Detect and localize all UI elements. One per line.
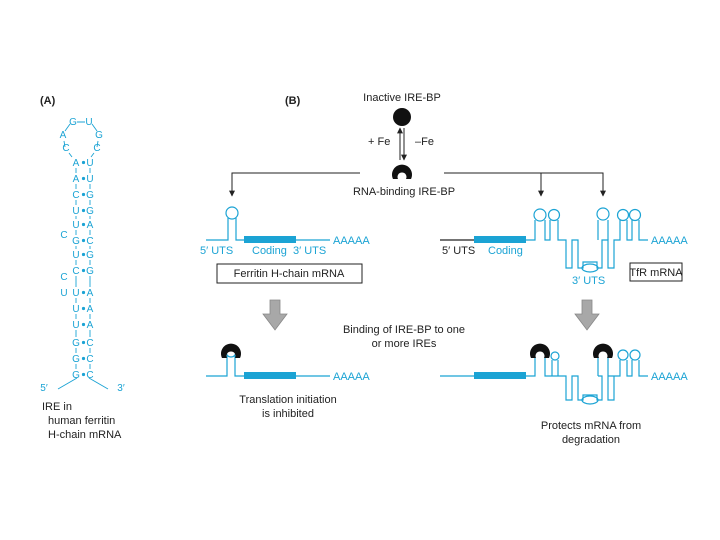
stem-nucleotide-right: A bbox=[87, 320, 94, 331]
stem-nucleotide-right: C bbox=[86, 354, 93, 365]
tfr-result-line: Protects mRNA from bbox=[541, 420, 641, 432]
stem-nucleotide-left: G bbox=[72, 354, 80, 365]
ferritin-5utr-label: 5′ UTS bbox=[200, 245, 233, 257]
loop-nucleotide: U bbox=[85, 117, 92, 128]
bound-irebp-icon bbox=[221, 343, 241, 358]
stem-nucleotide-left: U bbox=[72, 250, 79, 261]
base-pair-dot bbox=[81, 192, 86, 197]
ferritin-polya-label: AAAAA bbox=[333, 235, 370, 247]
panel-b-label: (B) bbox=[285, 95, 301, 107]
tfr-3utr-label: 3′ UTS bbox=[572, 275, 605, 287]
base-pair-dot bbox=[81, 372, 86, 377]
loop-nucleotide: A bbox=[60, 130, 67, 141]
five-prime-end: 5′ bbox=[40, 383, 48, 394]
arrow-to-tfr-ire bbox=[444, 172, 606, 197]
binding-text-line: Binding of IRE-BP to one bbox=[343, 324, 465, 336]
loop-nucleotide: G bbox=[95, 130, 103, 141]
stem-nucleotide-right: C bbox=[86, 370, 93, 381]
stem-nucleotide-left: U bbox=[72, 288, 79, 299]
inactive-irebp-icon bbox=[393, 108, 411, 126]
tfr-polya-label: AAAAA bbox=[651, 235, 688, 247]
stem-nucleotide-left: C bbox=[72, 190, 79, 201]
base-pair-dot bbox=[81, 208, 86, 213]
tfr-result-line: degradation bbox=[562, 434, 620, 446]
ferritin-mrna-bound bbox=[206, 343, 330, 379]
ferritin-result-line: Translation initiation bbox=[239, 394, 336, 406]
stem-nucleotide-right: A bbox=[87, 288, 94, 299]
stem-nucleotide-left: G bbox=[72, 370, 80, 381]
ire-caption-line: H-chain mRNA bbox=[48, 429, 122, 441]
stem-nucleotide-left: C bbox=[72, 266, 79, 277]
stem-nucleotide-right: G bbox=[86, 266, 94, 277]
stem-nucleotide-left: G bbox=[72, 338, 80, 349]
ferritin-mrna bbox=[206, 206, 330, 243]
stem-nucleotide-right: A bbox=[87, 304, 94, 315]
tfr-coding-region bbox=[474, 236, 526, 243]
base-pair-dot bbox=[81, 222, 86, 227]
three-prime-end: 3′ bbox=[117, 383, 125, 394]
binding-text-line: or more IREs bbox=[372, 338, 437, 350]
base-pair-dot bbox=[81, 290, 86, 295]
tfr-5utr-label: 5′ UTS bbox=[442, 245, 475, 257]
base-pair-dot bbox=[81, 160, 86, 165]
rna-binding-irebp-label: RNA-binding IRE-BP bbox=[353, 186, 455, 198]
ferritin-3utr-label: 3′ UTS bbox=[293, 245, 326, 257]
loop-nucleotide: C bbox=[93, 143, 100, 154]
stem-nucleotide-left: A bbox=[73, 158, 80, 169]
base-pair-dot bbox=[81, 340, 86, 345]
stem-nucleotide-left: U bbox=[72, 220, 79, 231]
panel-a-label: (A) bbox=[40, 95, 56, 107]
ferritin-label-box bbox=[216, 263, 363, 284]
base-pair-dot bbox=[81, 252, 86, 257]
ire-caption-line: IRE in bbox=[42, 401, 72, 413]
loop-nucleotide: C bbox=[62, 143, 69, 154]
down-arrow-ferritin bbox=[262, 299, 288, 331]
base-pair-dot bbox=[81, 238, 86, 243]
tfr-mrna-label: TfR mRNA bbox=[629, 267, 683, 279]
inactive-irebp-label: Inactive IRE-BP bbox=[363, 92, 441, 104]
base-pair-dot bbox=[81, 176, 86, 181]
bound-irebp-icon bbox=[593, 343, 613, 358]
tfr-mrna-bound bbox=[440, 343, 648, 405]
loop-nucleotide: G bbox=[69, 117, 77, 128]
base-pair-dot bbox=[81, 356, 86, 361]
tfr-coding-label: Coding bbox=[488, 245, 523, 257]
bound-irebp-icon bbox=[530, 343, 550, 358]
stem-nucleotide-right: G bbox=[86, 206, 94, 217]
ferritin-coding-label: Coding bbox=[252, 245, 287, 257]
stem-nucleotide-right: G bbox=[86, 250, 94, 261]
ferritin-bound-polya-label: AAAAA bbox=[333, 371, 370, 383]
stem-nucleotide-left: G bbox=[72, 236, 80, 247]
stem-nucleotide-right: C bbox=[86, 236, 93, 247]
stem-nucleotide-right: A bbox=[87, 220, 94, 231]
stem-nucleotide-left: A bbox=[73, 174, 80, 185]
stem-nucleotide-right: U bbox=[86, 158, 93, 169]
plus-fe-label: + Fe bbox=[368, 136, 390, 148]
active-irebp-icon bbox=[392, 164, 412, 179]
down-arrow-tfr bbox=[574, 299, 600, 331]
base-pair-dot bbox=[81, 322, 86, 327]
tfr-mrna bbox=[440, 207, 648, 273]
bulge-nucleotide: C bbox=[60, 230, 67, 241]
bulge-nucleotide: C bbox=[60, 272, 67, 283]
stem-nucleotide-left: U bbox=[72, 320, 79, 331]
stem-nucleotide-right: U bbox=[86, 174, 93, 185]
tfr-bound-polya-label: AAAAA bbox=[651, 371, 688, 383]
minus-fe-label: –Fe bbox=[415, 136, 434, 148]
ferritin-mrna-label: Ferritin H-chain mRNA bbox=[234, 268, 345, 280]
stem-nucleotide-left: U bbox=[72, 206, 79, 217]
ferritin-coding-region bbox=[244, 236, 296, 243]
tfr-label-box bbox=[629, 262, 683, 282]
arrow-to-ferritin bbox=[229, 172, 360, 197]
ire-caption-line: human ferritin bbox=[48, 415, 115, 427]
base-pair-dot bbox=[81, 306, 86, 311]
stem-nucleotide-right: G bbox=[86, 190, 94, 201]
stem-nucleotide-right: C bbox=[86, 338, 93, 349]
ferritin-result-line: is inhibited bbox=[262, 408, 314, 420]
base-pair-dot bbox=[81, 268, 86, 273]
stem-nucleotide-left: U bbox=[72, 304, 79, 315]
bulge-nucleotide: U bbox=[60, 288, 67, 299]
